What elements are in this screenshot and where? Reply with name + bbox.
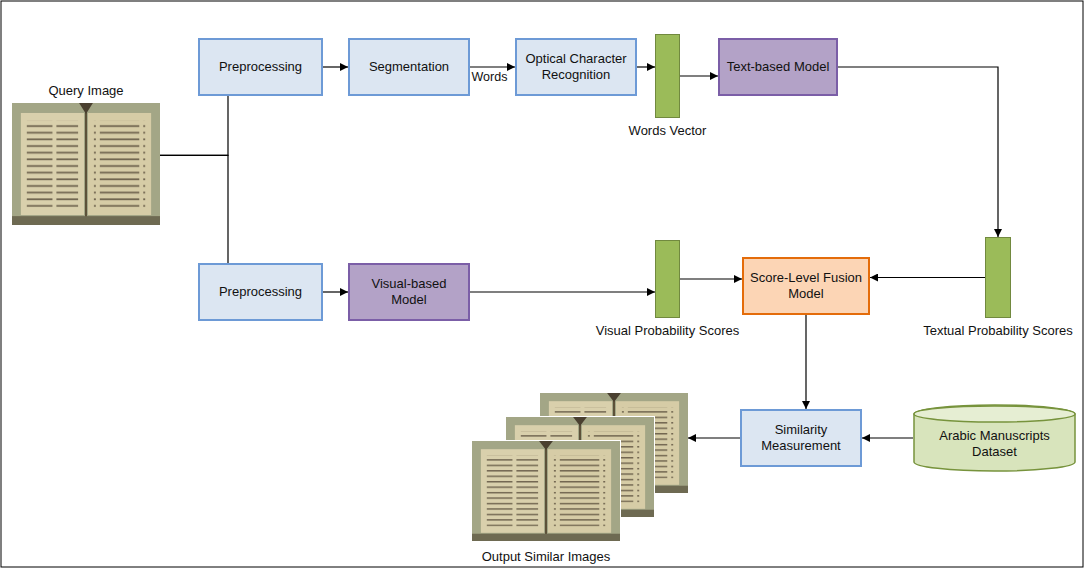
node-label: Preprocessing bbox=[219, 59, 302, 75]
edge-label: Words bbox=[471, 71, 509, 85]
process-box: Preprocessing bbox=[198, 38, 323, 96]
query-image: Query Image bbox=[12, 103, 160, 225]
flow-arrow bbox=[470, 291, 655, 292]
node-label: Preprocessing bbox=[219, 284, 302, 300]
process-box: Preprocessing bbox=[198, 263, 323, 321]
flow-arrow bbox=[323, 66, 348, 67]
node-caption: Words Vector bbox=[629, 123, 707, 139]
model-box: Text-based Model bbox=[718, 38, 838, 96]
node-label: Text-based Model bbox=[727, 59, 830, 75]
process-box: Segmentation bbox=[348, 38, 470, 96]
vector-bar: Visual Probability Scores bbox=[655, 240, 680, 318]
node-label: Similarity Measurement bbox=[748, 422, 854, 453]
node-label: Score-Level Fusion Model bbox=[750, 270, 862, 301]
node-caption: Output Similar Images bbox=[482, 549, 611, 565]
database-cylinder: Arabic Manuscripts Dataset bbox=[913, 405, 1076, 471]
output-manuscripts bbox=[471, 392, 689, 542]
flow-arrow bbox=[680, 75, 718, 76]
node-caption: Visual Probability Scores bbox=[596, 323, 740, 339]
process-box: Optical Character Recognition bbox=[515, 38, 637, 96]
flow-arrow bbox=[870, 277, 985, 278]
flow-arrow bbox=[680, 278, 742, 279]
flow-arrow bbox=[470, 66, 515, 67]
node-caption: Textual Probability Scores bbox=[923, 323, 1073, 339]
node-label: Segmentation bbox=[369, 59, 449, 75]
flow-arrow bbox=[805, 315, 806, 409]
node-caption: Query Image bbox=[48, 83, 123, 99]
flow-arrow bbox=[637, 66, 655, 67]
flow-arrow bbox=[862, 437, 913, 438]
fusion-box: Score-Level Fusion Model bbox=[742, 257, 870, 315]
node-label: Optical Character Recognition bbox=[523, 51, 629, 82]
node-label: Visual-based Model bbox=[356, 276, 462, 307]
node-label: Arabic Manuscripts Dataset bbox=[921, 428, 1068, 459]
vector-bar: Textual Probability Scores bbox=[985, 237, 1011, 318]
vector-bar: Words Vector bbox=[655, 34, 680, 118]
flow-arrow bbox=[688, 437, 740, 438]
process-box: Similarity Measurement bbox=[740, 409, 862, 467]
query-manuscript bbox=[12, 103, 160, 225]
output-images: Output Similar Images bbox=[472, 393, 688, 543]
model-box: Visual-based Model bbox=[348, 263, 470, 321]
flow-arrow bbox=[323, 291, 348, 292]
flow-arrow bbox=[838, 67, 998, 237]
